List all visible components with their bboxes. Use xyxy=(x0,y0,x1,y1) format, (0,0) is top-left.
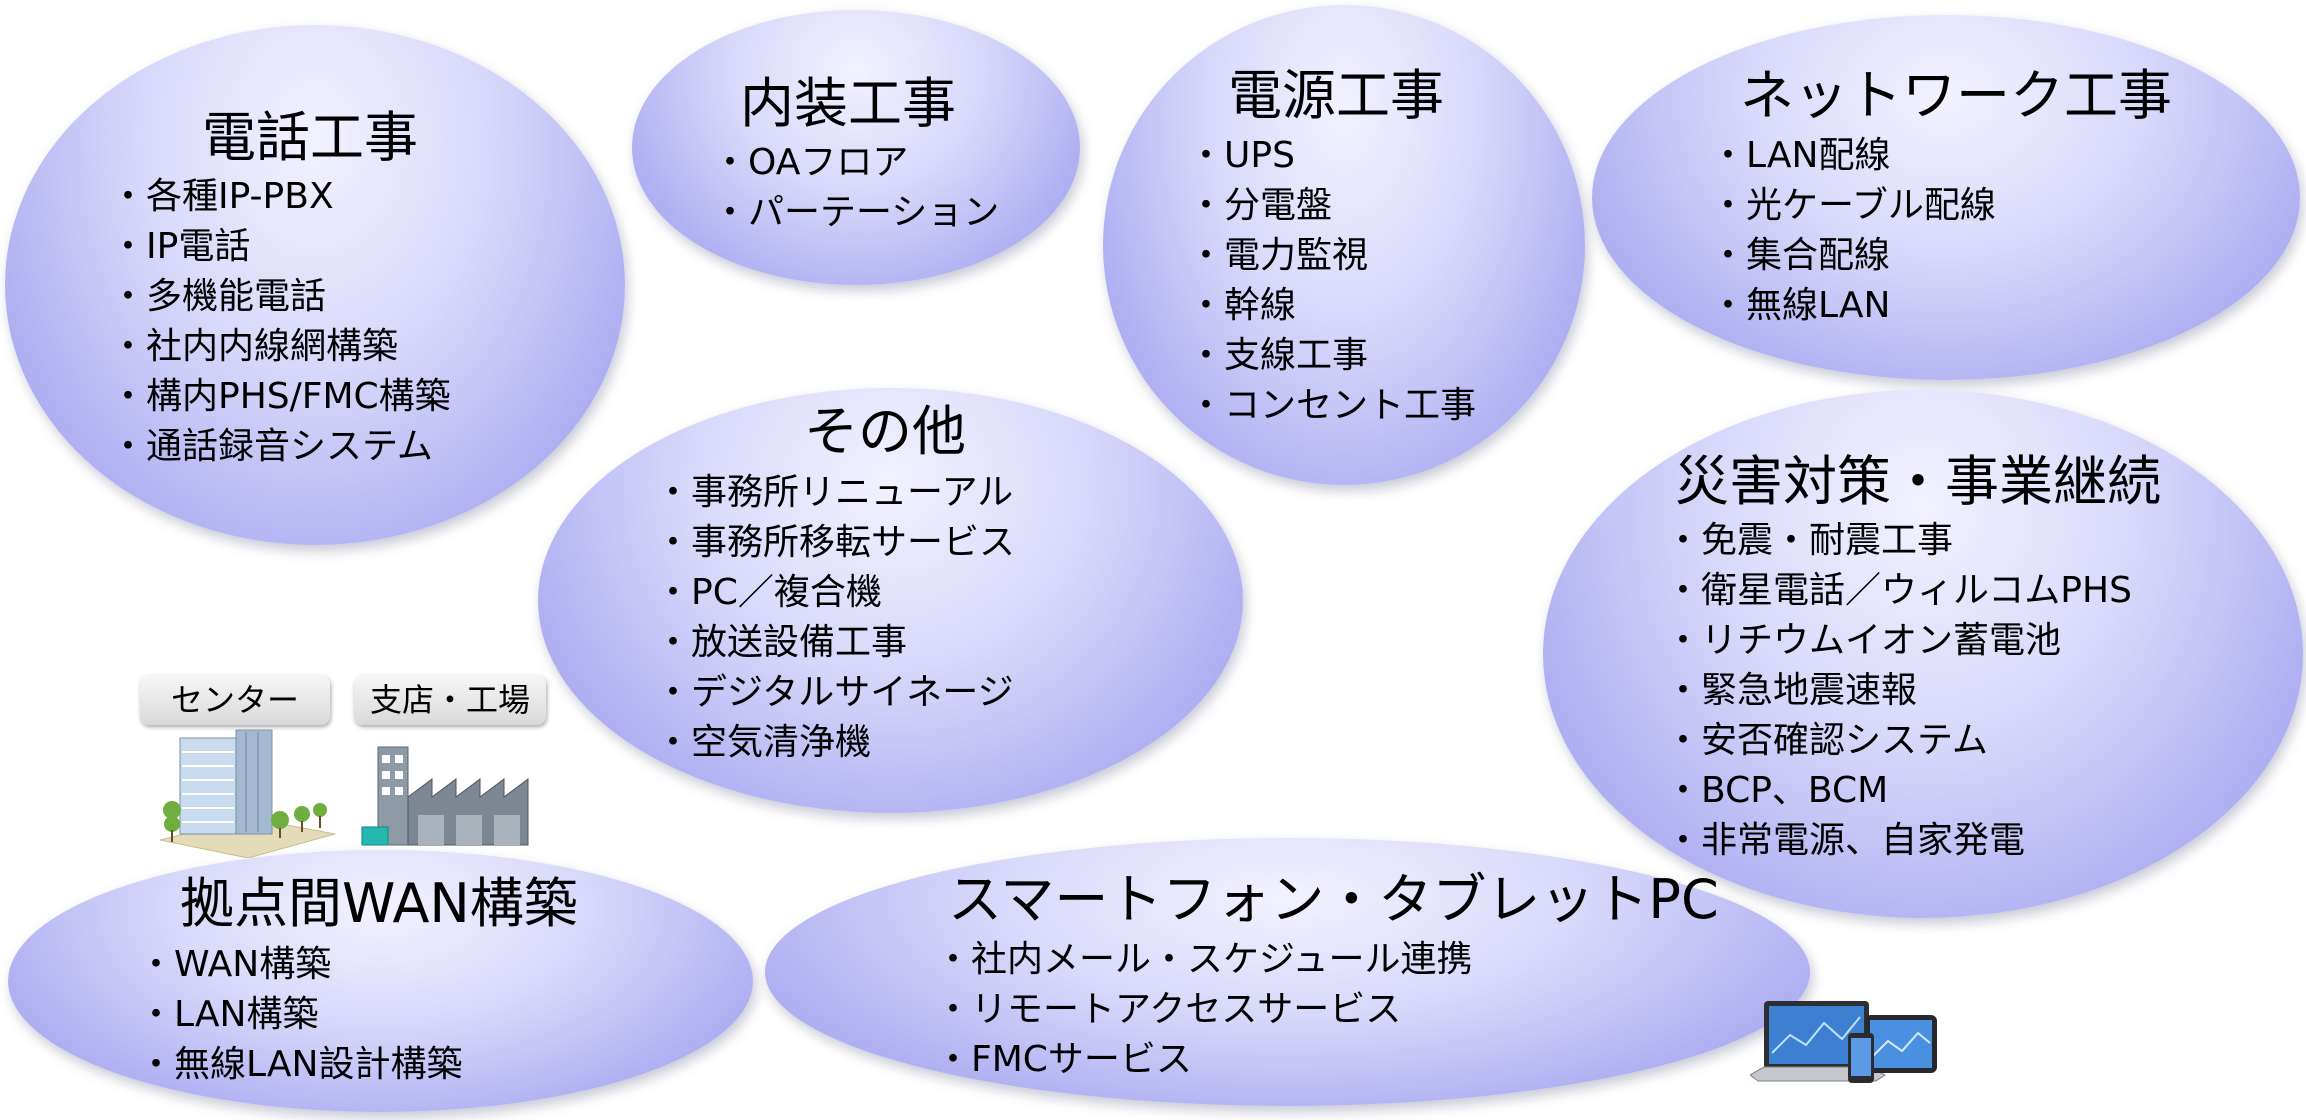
list-item: 電力監視 xyxy=(1188,231,1476,281)
list-item: デジタルサイネージ xyxy=(655,668,1015,718)
list-interior: OAフロア パーテーション xyxy=(712,138,999,238)
list-item: 構内PHS/FMC構築 xyxy=(110,372,451,422)
list-item: 事務所リニューアル xyxy=(655,468,1015,518)
list-item: 社内メール・スケジュール連携 xyxy=(935,935,1472,985)
list-item: 支線工事 xyxy=(1188,331,1476,381)
list-power: UPS 分電盤 電力監視 幹線 支線工事 コンセント工事 xyxy=(1188,131,1476,431)
list-item: 多機能電話 xyxy=(110,272,451,322)
title-wan: 拠点間WAN構築 xyxy=(180,872,578,935)
list-item: コンセント工事 xyxy=(1188,381,1476,431)
list-item: LAN配線 xyxy=(1710,131,1996,181)
list-item: 免震・耐震工事 xyxy=(1665,516,2132,566)
title-network: ネットワーク工事 xyxy=(1740,64,2172,127)
list-item: 事務所移転サービス xyxy=(655,518,1015,568)
title-interior: 内装工事 xyxy=(740,72,956,135)
title-smartphone: スマートフォン・タブレットPC xyxy=(948,868,1719,931)
list-other: 事務所リニューアル 事務所移転サービス PC／複合機 放送設備工事 デジタルサイ… xyxy=(655,468,1015,768)
list-item: OAフロア xyxy=(712,138,999,188)
list-item: UPS xyxy=(1188,131,1476,181)
list-item: LAN構築 xyxy=(138,990,462,1040)
list-item: 集合配線 xyxy=(1710,231,1996,281)
list-item: 安否確認システム xyxy=(1665,716,2132,766)
list-item: BCP、BCM xyxy=(1665,766,2132,816)
list-telephone: 各種IP-PBX IP電話 多機能電話 社内内線網構築 構内PHS/FMC構築 … xyxy=(110,172,451,472)
label-center: センター xyxy=(140,675,330,725)
list-item: 分電盤 xyxy=(1188,181,1476,231)
title-telephone: 電話工事 xyxy=(202,106,418,169)
list-disaster: 免震・耐震工事 衛星電話／ウィルコムPHS リチウムイオン蓄電池 緊急地震速報 … xyxy=(1665,516,2132,866)
list-item: WAN構築 xyxy=(138,940,462,990)
office-building-icon xyxy=(160,729,335,858)
list-wan: WAN構築 LAN構築 無線LAN設計構築 xyxy=(138,940,462,1090)
list-network: LAN配線 光ケーブル配線 集合配線 無線LAN xyxy=(1710,131,1996,331)
title-other: その他 xyxy=(804,400,966,463)
list-item: 放送設備工事 xyxy=(655,618,1015,668)
title-power: 電源工事 xyxy=(1228,64,1444,127)
list-item: PC／複合機 xyxy=(655,568,1015,618)
list-item: パーテーション xyxy=(712,188,999,238)
title-disaster: 災害対策・事業継続 xyxy=(1675,450,2161,513)
list-item: 幹線 xyxy=(1188,281,1476,331)
label-branch: 支店・工場 xyxy=(354,675,546,725)
list-item: FMCサービス xyxy=(935,1035,1473,1085)
list-item: 無線LAN xyxy=(1710,281,1996,331)
list-item: リチウムイオン蓄電池 xyxy=(1665,616,2132,666)
list-item: 社内内線網構築 xyxy=(110,322,451,372)
factory-icon xyxy=(361,746,529,846)
list-item: 光ケーブル配線 xyxy=(1710,181,1996,231)
list-smartphone: 社内メール・スケジュール連携 リモートアクセスサービス FMCサービス xyxy=(935,935,1473,1085)
list-item: 各種IP-PBX xyxy=(110,172,451,222)
list-item: 通話録音システム xyxy=(110,422,451,472)
list-item: 緊急地震速報 xyxy=(1665,666,2132,716)
list-item: リモートアクセスサービス xyxy=(935,985,1473,1035)
devices-icon xyxy=(1750,1001,1937,1083)
list-item: 衛星電話／ウィルコムPHS xyxy=(1665,566,2132,616)
list-item: IP電話 xyxy=(110,222,451,272)
list-item: 空気清浄機 xyxy=(655,718,1015,768)
list-item: 非常電源、自家発電 xyxy=(1665,816,2132,866)
list-item: 無線LAN設計構築 xyxy=(138,1040,462,1090)
